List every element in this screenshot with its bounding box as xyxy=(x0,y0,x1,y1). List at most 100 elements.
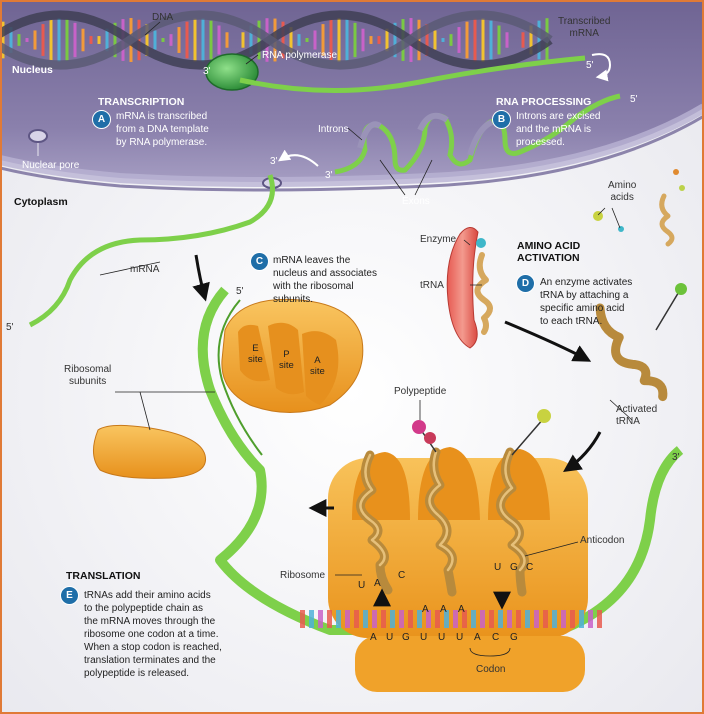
amino-acid-bead-icon xyxy=(537,409,551,423)
mrna-base-ticks xyxy=(300,610,602,628)
mrna-base-tick xyxy=(534,610,539,628)
mrna-codon-base: U xyxy=(438,632,446,643)
mrna-codon-base: U xyxy=(386,632,394,643)
mature-mrna-exit xyxy=(28,174,275,328)
mrna-codon-base: G xyxy=(510,632,518,643)
step-a-badge: A xyxy=(92,110,111,129)
anticodon-base: C xyxy=(526,562,534,573)
mrna-codon-base: U xyxy=(456,632,464,643)
processed-three-prime-2: 3' xyxy=(325,170,333,181)
pre-mrna-processing xyxy=(334,93,621,175)
leader-lines xyxy=(99,21,633,657)
anticodon-base: G xyxy=(510,562,518,573)
mrna-base-tick xyxy=(381,610,386,628)
mrna-base-tick xyxy=(345,610,350,628)
anticodon-base: U xyxy=(494,562,502,573)
capping-arrow xyxy=(591,53,612,82)
amino-acid-dot-icon xyxy=(618,226,624,232)
anticodon-base: A xyxy=(374,578,381,589)
activated-amino-icon xyxy=(675,283,687,295)
mrna-base-tick xyxy=(399,610,404,628)
mrna-base-tick xyxy=(570,610,575,628)
mrna-three-prime-right: 3' xyxy=(672,452,680,463)
activated-trna xyxy=(595,303,668,402)
ribosome-small-subunit xyxy=(93,424,207,479)
rna-polymerase-label: RNA polymerase xyxy=(262,50,338,61)
mrna-base-tick xyxy=(417,610,422,628)
amino-acid-dot-icon xyxy=(679,185,685,191)
transcription-title: TRANSCRIPTION xyxy=(98,96,185,108)
mrna-base-tick xyxy=(498,610,503,628)
mrna-base-tick xyxy=(525,610,530,628)
mrna-base-tick xyxy=(444,610,449,628)
step-c-badge: C xyxy=(250,252,269,271)
mrna-codon-base: C xyxy=(492,632,500,643)
enzyme-label: Enzyme xyxy=(420,234,457,245)
mrna-base-tick xyxy=(363,610,368,628)
ribosome-e-site-pocket xyxy=(238,324,270,382)
mrna-base-tick xyxy=(462,610,467,628)
mrna-label: mRNA xyxy=(130,264,160,275)
processed-three-prime: 3' xyxy=(270,156,278,167)
transcribed-five-prime: 5' xyxy=(586,60,594,71)
mrna-codon-base: A xyxy=(474,632,481,643)
anticodon-label: Anticodon xyxy=(580,535,625,546)
mrna-base-tick xyxy=(327,610,332,628)
dna-label: DNA xyxy=(152,12,174,23)
nuclear-envelope-outer xyxy=(0,114,704,192)
mrna-to-ribosome-arrow xyxy=(192,254,210,302)
mrna-five-prime-left: 5' xyxy=(6,322,14,333)
trna-label: tRNA xyxy=(420,280,444,291)
codon-label: Codon xyxy=(476,664,506,675)
intron-loops xyxy=(357,112,494,156)
amino-acid-stalk xyxy=(511,417,545,456)
mrna-base-tick xyxy=(471,610,476,628)
mrna-base-tick xyxy=(579,610,584,628)
mrna-base-tick xyxy=(336,610,341,628)
mrna-base-tick xyxy=(354,610,359,628)
translation-title: TRANSLATION xyxy=(66,570,141,582)
mrna-base-tick xyxy=(552,610,557,628)
polypeptide-bead-icon xyxy=(412,420,426,434)
mrna-codon-base: A xyxy=(370,632,377,643)
nuclear-pore-icon xyxy=(28,129,48,143)
mrna-base-tick xyxy=(561,610,566,628)
mrna-base-tick xyxy=(507,610,512,628)
mrna-base-tick xyxy=(453,610,458,628)
amino-acid-dot-icon xyxy=(593,211,603,221)
ribosome-label: Ribosome xyxy=(280,570,326,581)
ribosome-small xyxy=(355,636,585,692)
dna-helix xyxy=(0,10,553,70)
amino-acid-dot-icon xyxy=(673,169,679,175)
exons-label: Exons xyxy=(402,196,430,207)
mrna-base-tick xyxy=(318,610,323,628)
nucleus-label: Nucleus xyxy=(12,64,53,76)
export-arrow xyxy=(278,149,319,167)
middle-anticodon-base: A xyxy=(458,604,465,615)
ribosome-a-site-pocket xyxy=(302,331,339,405)
mrna-base-tick xyxy=(300,610,305,628)
step-e-badge: E xyxy=(60,586,79,605)
mrna-base-tick xyxy=(390,610,395,628)
trna-on-enzyme xyxy=(474,252,493,335)
polypeptide-label: Polypeptide xyxy=(394,386,447,397)
nuclear-envelope xyxy=(0,103,704,187)
enzyme-shape xyxy=(446,227,479,349)
step-b-badge: B xyxy=(492,110,511,129)
transcribed-mrna-strand xyxy=(239,55,586,93)
cytoplasm-label: Cytoplasm xyxy=(14,196,68,208)
processed-five-prime: 5' xyxy=(630,94,638,105)
mrna-base-tick xyxy=(480,610,485,628)
trna-highlight-group xyxy=(359,450,526,572)
